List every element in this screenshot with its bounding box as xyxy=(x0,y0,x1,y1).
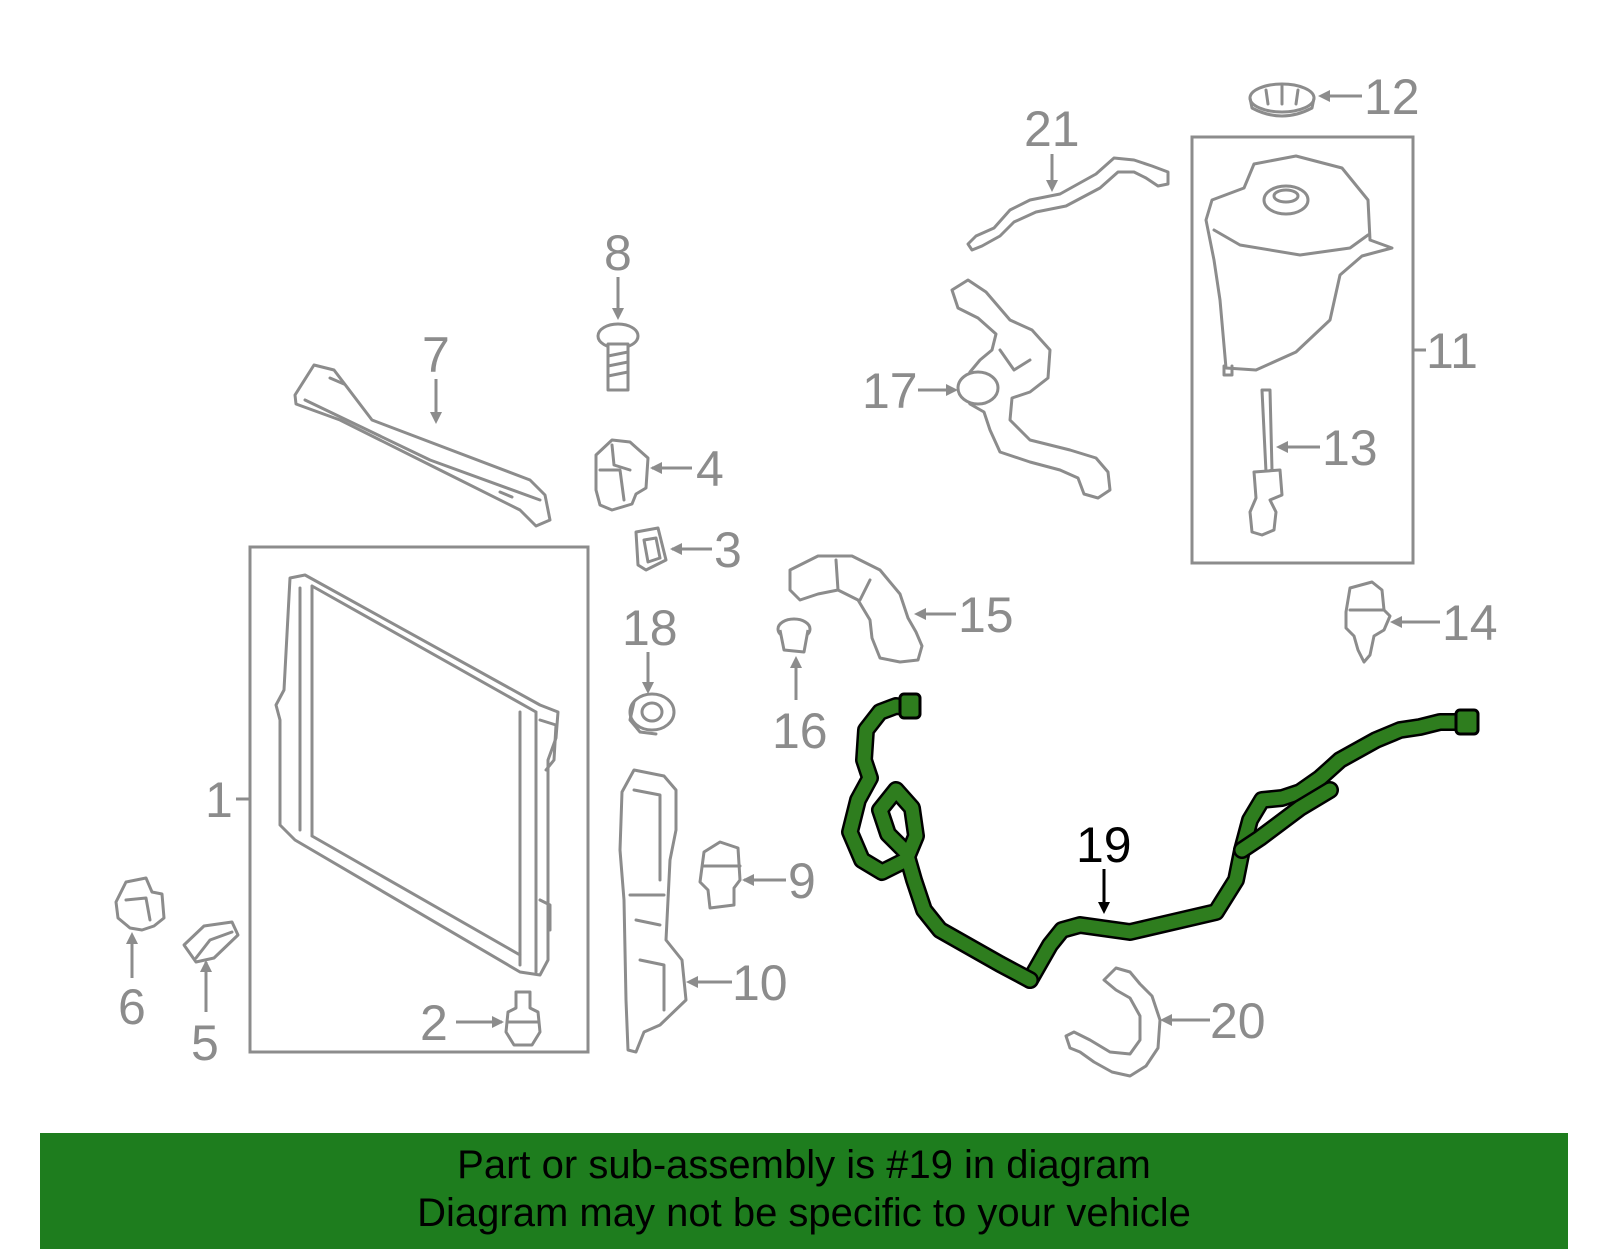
support-part-7 xyxy=(293,363,552,528)
cap-part-12 xyxy=(1248,82,1316,118)
bracket-part-10 xyxy=(618,768,688,1054)
grommet-part-18 xyxy=(628,692,676,736)
plug-part-16 xyxy=(776,617,812,654)
bracket-part-6 xyxy=(114,876,166,932)
info-banner: Part or sub-assembly is #19 in diagram D… xyxy=(40,1133,1568,1249)
callout-6: 6 xyxy=(118,979,146,1035)
hose-part-15 xyxy=(788,554,924,664)
banner-line-2: Diagram may not be specific to your vehi… xyxy=(417,1191,1191,1235)
callout-16: 16 xyxy=(772,703,828,759)
callout-4: 4 xyxy=(696,441,724,497)
bolt-part-8 xyxy=(596,322,640,392)
callout-21: 21 xyxy=(1024,101,1080,157)
hose-part-17 xyxy=(950,278,1112,500)
callout-17: 17 xyxy=(862,363,918,419)
callout-19: 19 xyxy=(1076,817,1132,873)
sensor-part-14 xyxy=(1344,580,1392,664)
callout-1: 1 xyxy=(205,772,233,828)
callout-5: 5 xyxy=(191,1015,219,1071)
callout-13: 13 xyxy=(1322,420,1378,476)
bracket-part-4 xyxy=(594,438,650,512)
callout-7: 7 xyxy=(422,327,450,383)
callout-18: 18 xyxy=(622,600,678,656)
bolt-part-2 xyxy=(504,990,542,1047)
reservoir-part-11 xyxy=(1190,135,1415,565)
callout-9: 9 xyxy=(788,853,816,909)
callout-12: 12 xyxy=(1364,69,1420,125)
callout-2: 2 xyxy=(420,995,448,1051)
hose-part-19-highlighted xyxy=(841,692,1480,989)
callout-20: 20 xyxy=(1210,993,1266,1049)
callout-15: 15 xyxy=(958,587,1014,643)
callout-3: 3 xyxy=(714,522,742,578)
pipe-part-21 xyxy=(966,156,1170,252)
callout-14: 14 xyxy=(1442,595,1498,651)
callout-8: 8 xyxy=(604,225,632,281)
valve-part-9 xyxy=(698,840,742,910)
hose-part-20 xyxy=(1064,966,1162,1078)
sensor-part-13 xyxy=(1248,388,1284,537)
radiator-part xyxy=(248,545,590,1054)
callout-10: 10 xyxy=(732,955,788,1011)
banner-line-1: Part or sub-assembly is #19 in diagram xyxy=(457,1143,1151,1187)
bracket-part-5 xyxy=(182,920,240,964)
clip-part-3 xyxy=(634,526,668,572)
callout-11: 11 xyxy=(1426,323,1478,379)
